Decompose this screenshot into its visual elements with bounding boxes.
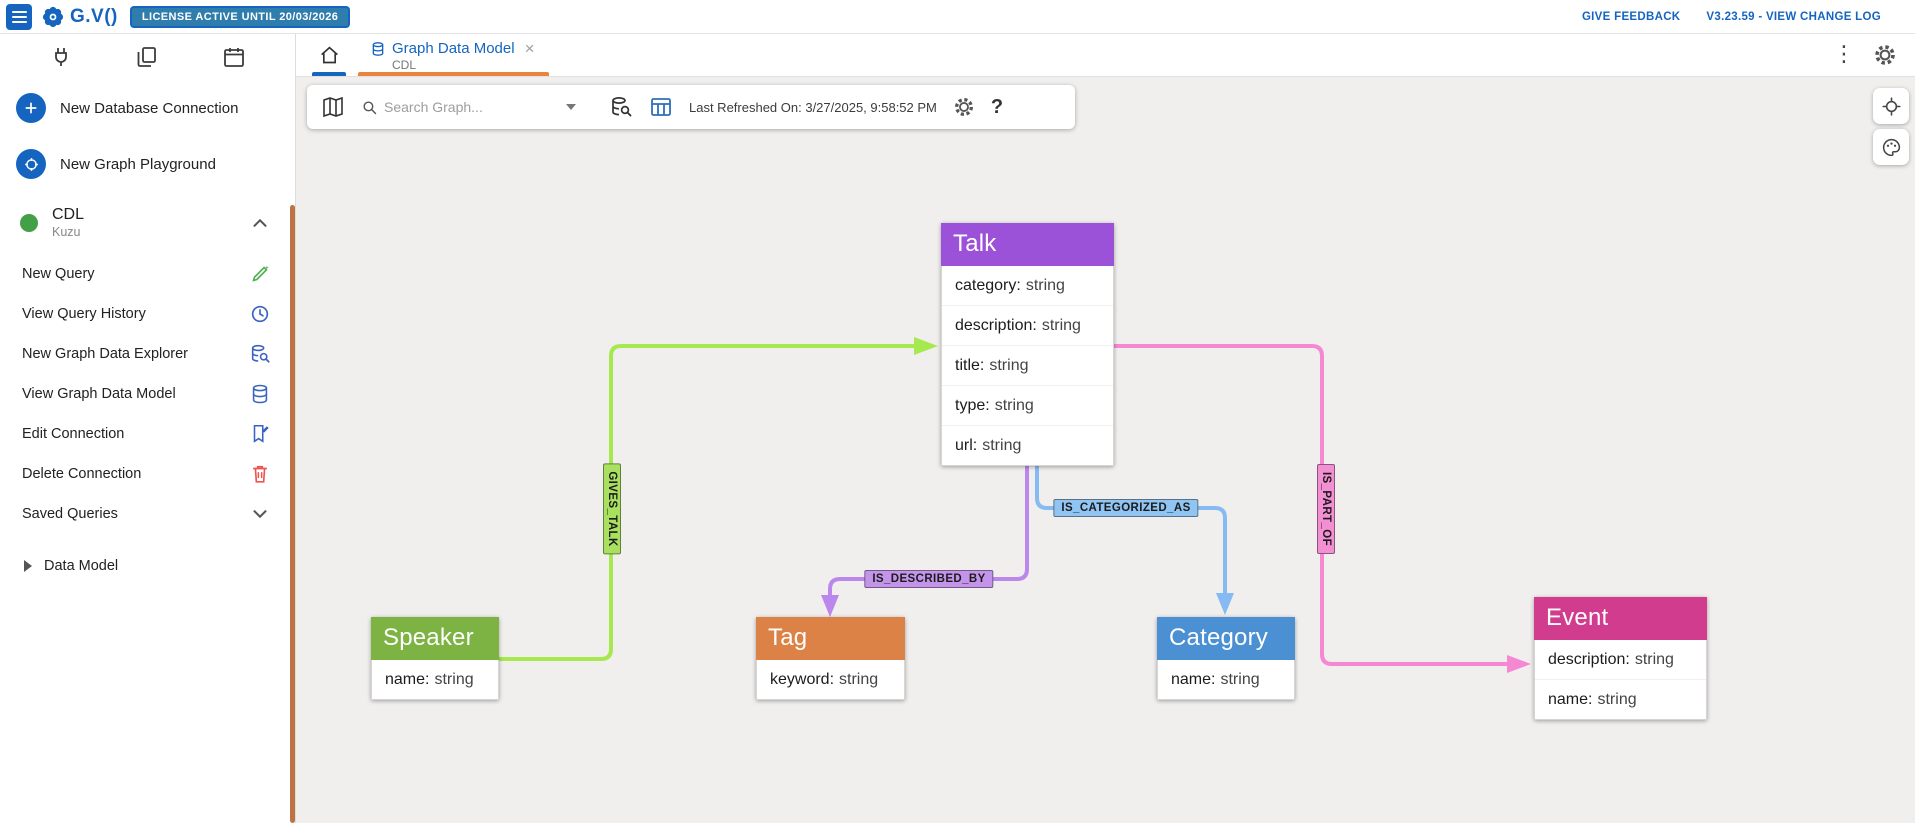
help-button[interactable]: ? — [990, 95, 1004, 118]
edge-label-is-categorized-as[interactable]: IS_CATEGORIZED_AS — [1053, 499, 1199, 517]
database-icon — [370, 41, 386, 57]
new-database-connection-button[interactable]: New Database Connection — [0, 80, 295, 136]
last-refreshed-text: Last Refreshed On: 3/27/2025, 9:58:52 PM — [689, 99, 937, 115]
canvas-toolbar: Last Refreshed On: 3/27/2025, 9:58:52 PM… — [307, 85, 1075, 129]
node-title-speaker: Speaker — [371, 617, 499, 660]
chevron-down-icon — [249, 503, 271, 525]
close-icon[interactable]: × — [524, 39, 535, 58]
graph-node-talk[interactable]: Talk category:string description:string … — [941, 223, 1114, 466]
sidebar-item-edit-connection[interactable]: Edit Connection — [0, 414, 295, 454]
new-graph-playground-button[interactable]: New Graph Playground — [0, 136, 295, 192]
tree-item-data-model[interactable]: Data Model — [0, 546, 295, 586]
node-title-talk: Talk — [941, 223, 1114, 266]
hamburger-menu-icon[interactable] — [6, 3, 32, 30]
database-icon — [249, 383, 271, 405]
logo-text: G.V() — [70, 5, 118, 27]
home-icon — [320, 46, 338, 63]
graph-canvas[interactable]: Last Refreshed On: 3/27/2025, 9:58:52 PM… — [296, 77, 1915, 823]
give-feedback-link[interactable]: GIVE FEEDBACK — [1581, 10, 1681, 23]
connection-engine: Kuzu — [52, 225, 81, 240]
node-title-event: Event — [1534, 597, 1707, 640]
database-search-icon[interactable] — [609, 95, 633, 119]
pages-icon[interactable] — [135, 45, 159, 69]
node-title-category: Category — [1157, 617, 1295, 660]
node-property: description:string — [942, 305, 1113, 345]
graph-node-event[interactable]: Event description:string name:string — [1534, 597, 1707, 720]
crosshair-icon — [1881, 96, 1901, 116]
edge-label-is-part-of[interactable]: IS_PART_OF — [1317, 463, 1335, 555]
edge-gives-talk[interactable] — [497, 344, 916, 661]
edit-bookmark-icon — [249, 423, 271, 445]
chevron-up-icon[interactable] — [249, 212, 271, 234]
version-changelog-link[interactable]: V3.23.59 - VIEW CHANGE LOG — [1706, 10, 1881, 23]
sidebar-item-delete-connection[interactable]: Delete Connection — [0, 454, 295, 494]
history-clock-icon — [249, 303, 271, 325]
gv-logo-icon — [40, 4, 66, 30]
sidebar: New Database Connection New Graph Playgr… — [0, 34, 296, 823]
top-bar: G.V() LICENSE ACTIVE UNTIL 20/03/2026 GI… — [0, 0, 1915, 34]
search-graph-input[interactable] — [384, 99, 560, 115]
edge-label-gives-talk[interactable]: GIVES_TALK — [603, 463, 621, 555]
edge-arrowhead-gives-talk — [914, 337, 938, 355]
license-badge: LICENSE ACTIVE UNTIL 20/03/2026 — [129, 5, 351, 28]
home-tab[interactable] — [310, 34, 348, 76]
connection-name: CDL — [52, 206, 85, 224]
sidebar-scroll-accent[interactable] — [290, 205, 295, 823]
node-property: type:string — [942, 385, 1113, 425]
edge-arrowhead-is-categorized-as — [1216, 593, 1234, 615]
sidebar-item-view-graph-data-model[interactable]: View Graph Data Model — [0, 374, 295, 414]
graph-node-category[interactable]: Category name:string — [1157, 617, 1295, 700]
node-property: keyword:string — [770, 671, 879, 688]
tab-title: Graph Data Model — [392, 40, 515, 57]
palette-icon — [1882, 138, 1900, 156]
trash-icon — [249, 463, 271, 485]
node-title-tag: Tag — [756, 617, 905, 660]
node-property: url:string — [942, 425, 1113, 465]
node-property: title:string — [942, 345, 1113, 385]
gear-icon[interactable] — [953, 96, 975, 118]
plus-circle-icon — [16, 93, 46, 123]
edge-arrowhead-is-described-by — [821, 595, 839, 617]
map-icon[interactable] — [321, 95, 345, 119]
center-view-button[interactable] — [1873, 88, 1909, 124]
connection-header-cdl[interactable]: CDL Kuzu — [0, 192, 295, 254]
sidebar-item-saved-queries[interactable]: Saved Queries — [0, 494, 295, 534]
node-property: name:string — [1535, 679, 1706, 719]
home-tab-indicator — [312, 72, 346, 76]
edge-arrowhead-is-part-of — [1507, 655, 1531, 673]
graph-search — [361, 99, 593, 116]
graph-node-tag[interactable]: Tag keyword:string — [756, 617, 905, 700]
search-dropdown-caret-icon[interactable] — [566, 104, 576, 110]
node-property: name:string — [385, 671, 474, 688]
edge-is-categorized-as[interactable] — [1035, 459, 1227, 595]
magic-pencil-icon — [249, 263, 271, 285]
graph-node-speaker[interactable]: Speaker name:string — [371, 617, 499, 700]
connection-status-icon — [20, 214, 38, 232]
expander-triangle-icon[interactable] — [24, 560, 32, 572]
sidebar-section-icons — [0, 34, 295, 80]
tab-subtitle: CDL — [392, 58, 417, 72]
active-tab-indicator — [358, 72, 549, 76]
calendar-icon[interactable] — [222, 45, 246, 69]
database-search-icon — [249, 343, 271, 365]
canvas-float-buttons — [1873, 88, 1909, 165]
tab-bar: Graph Data Model × CDL ⋮ — [296, 34, 1915, 77]
plug-icon[interactable] — [49, 45, 73, 69]
tab-graph-data-model[interactable]: Graph Data Model × CDL — [358, 34, 549, 76]
sidebar-item-new-graph-data-explorer[interactable]: New Graph Data Explorer — [0, 334, 295, 374]
search-icon — [361, 99, 378, 116]
edge-label-is-described-by[interactable]: IS_DESCRIBED_BY — [864, 570, 994, 588]
gear-icon[interactable] — [1873, 43, 1897, 67]
node-property: name:string — [1171, 671, 1260, 688]
sidebar-item-new-query[interactable]: New Query — [0, 254, 295, 294]
kebab-menu-icon[interactable]: ⋮ — [1833, 42, 1855, 67]
table-view-icon[interactable] — [649, 95, 673, 119]
playground-target-icon — [16, 149, 46, 179]
node-property: category:string — [955, 277, 1065, 294]
sidebar-item-view-query-history[interactable]: View Query History — [0, 294, 295, 334]
node-property: description:string — [1548, 651, 1674, 668]
style-palette-button[interactable] — [1873, 129, 1909, 165]
